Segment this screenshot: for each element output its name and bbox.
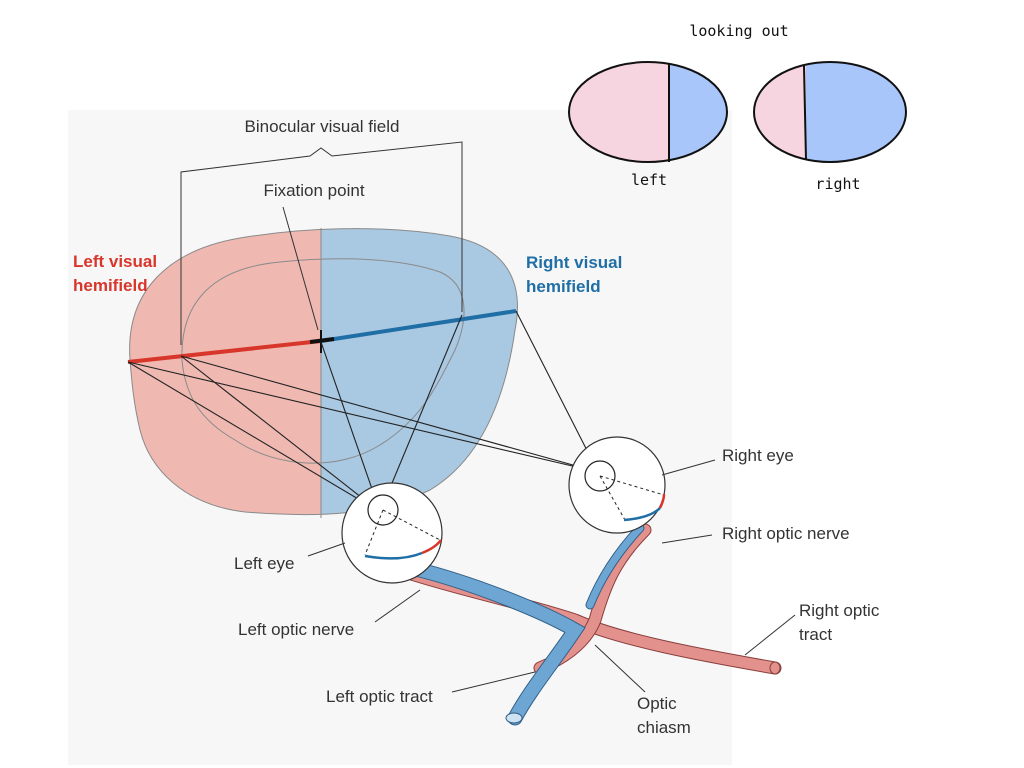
optic-chiasm-label-line2: chiasm [637,718,691,737]
right-optic-nerve-label: Right optic nerve [722,524,850,543]
left-optic-tract-label: Left optic tract [326,687,433,706]
inset-caption: looking out [689,22,788,40]
left-visual-hemifield-label-line2: hemifield [73,276,148,295]
left-optic-tract-path [405,561,585,725]
right-visual-hemifield-label-line1: Right visual [526,253,622,272]
inset-right-eye-blue-region [806,62,906,162]
inset-left-eye-blue-region [670,62,727,162]
right-optic-tract-label-line2: tract [799,625,832,644]
right-eye-label: Right eye [722,446,794,465]
inset-right-eye [753,61,907,163]
right-optic-tract-label-line1: Right optic [799,601,880,620]
leader-lines [282,206,796,693]
right-eye-globe [568,436,666,534]
inset-right-label: right [815,175,860,193]
fixation-point-label: Fixation point [263,181,364,200]
binocular-visual-field-label: Binocular visual field [245,117,400,136]
inset-left-eye-pink-region [569,62,670,162]
left-visual-hemifield-label-line1: Left visual [73,252,157,271]
visual-field [129,228,518,518]
projection-rays [127,310,599,513]
right-visual-hemifield-label-line2: hemifield [526,277,601,296]
left-eye-label: Left eye [234,554,295,573]
left-horizontal-meridian [127,339,322,364]
binocular-bracket [180,141,463,345]
inset-left-eye [568,61,728,163]
inset-right-eye-pink-region [754,62,806,162]
left-optic-nerve-label: Left optic nerve [238,620,354,639]
inset-eyes: looking out left right [568,22,907,193]
inset-left-label: left [631,171,667,189]
optic-pathways [398,523,782,726]
right-optic-nerve-path [586,524,644,609]
binocular-field-outline [181,258,465,464]
right-horizontal-meridian [320,309,517,343]
left-eye-globe [341,482,443,584]
optic-chiasm-label-line1: Optic [637,694,677,713]
